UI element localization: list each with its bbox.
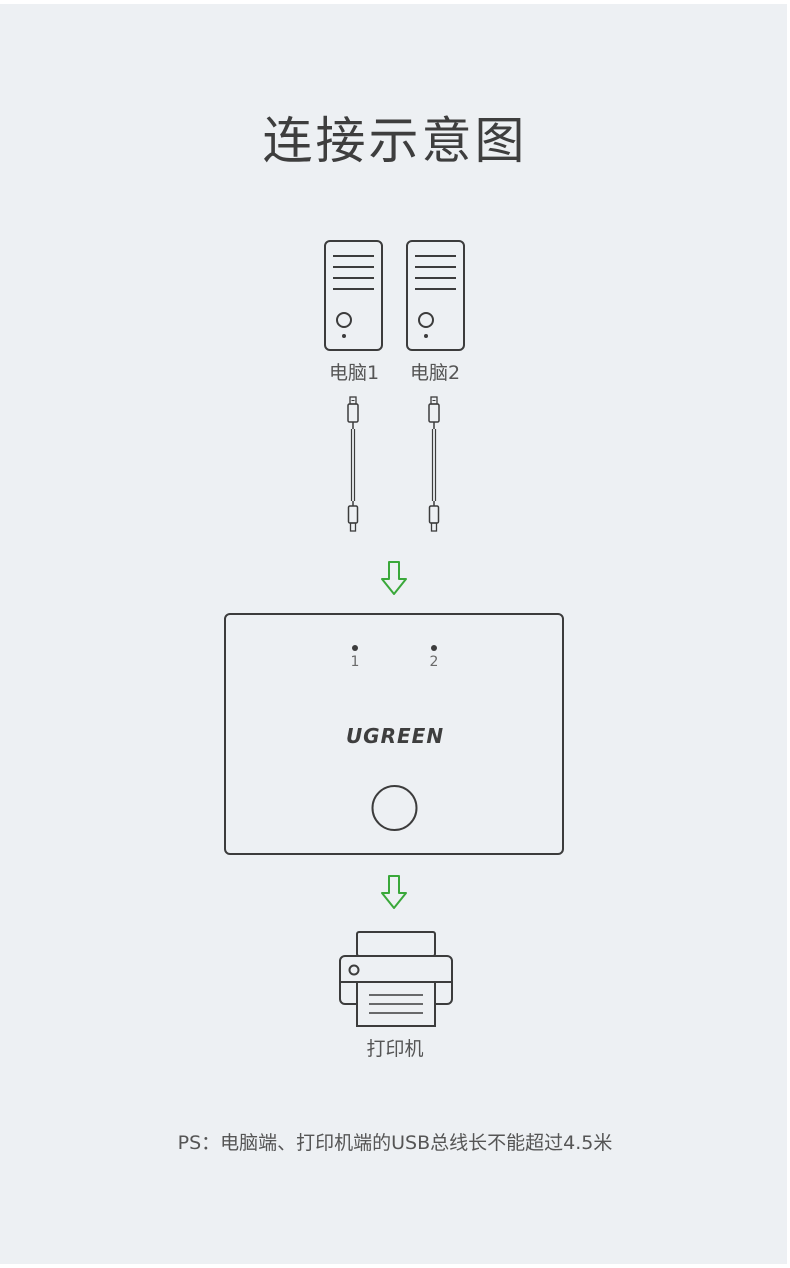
computer-1-icon: [324, 240, 383, 351]
down-arrow-icon: [381, 561, 407, 595]
computer-1-label: 电脑1: [328, 362, 380, 384]
page-title: 连接示意图: [262, 112, 528, 170]
computer-2-icon: [406, 240, 465, 351]
printer-icon: [339, 931, 453, 1027]
port-2-label: 2: [429, 654, 439, 670]
usb-switch-box: [224, 613, 564, 855]
brand-logo: UGREEN: [345, 724, 445, 748]
computer-2-label: 电脑2: [409, 362, 461, 384]
frame-top-edge: [0, 0, 790, 4]
footnote: PS：电脑端、打印机端的USB总线长不能超过4.5米: [177, 1132, 613, 1154]
frame-bottom-edge: [0, 1264, 790, 1268]
frame-right-edge: [787, 0, 790, 1268]
printer-label: 打印机: [366, 1038, 424, 1060]
down-arrow-icon: [381, 875, 407, 909]
usb-cable-2-icon: [428, 396, 440, 532]
usb-cable-1-icon: [347, 396, 359, 532]
port-1-label: 1: [350, 654, 360, 670]
